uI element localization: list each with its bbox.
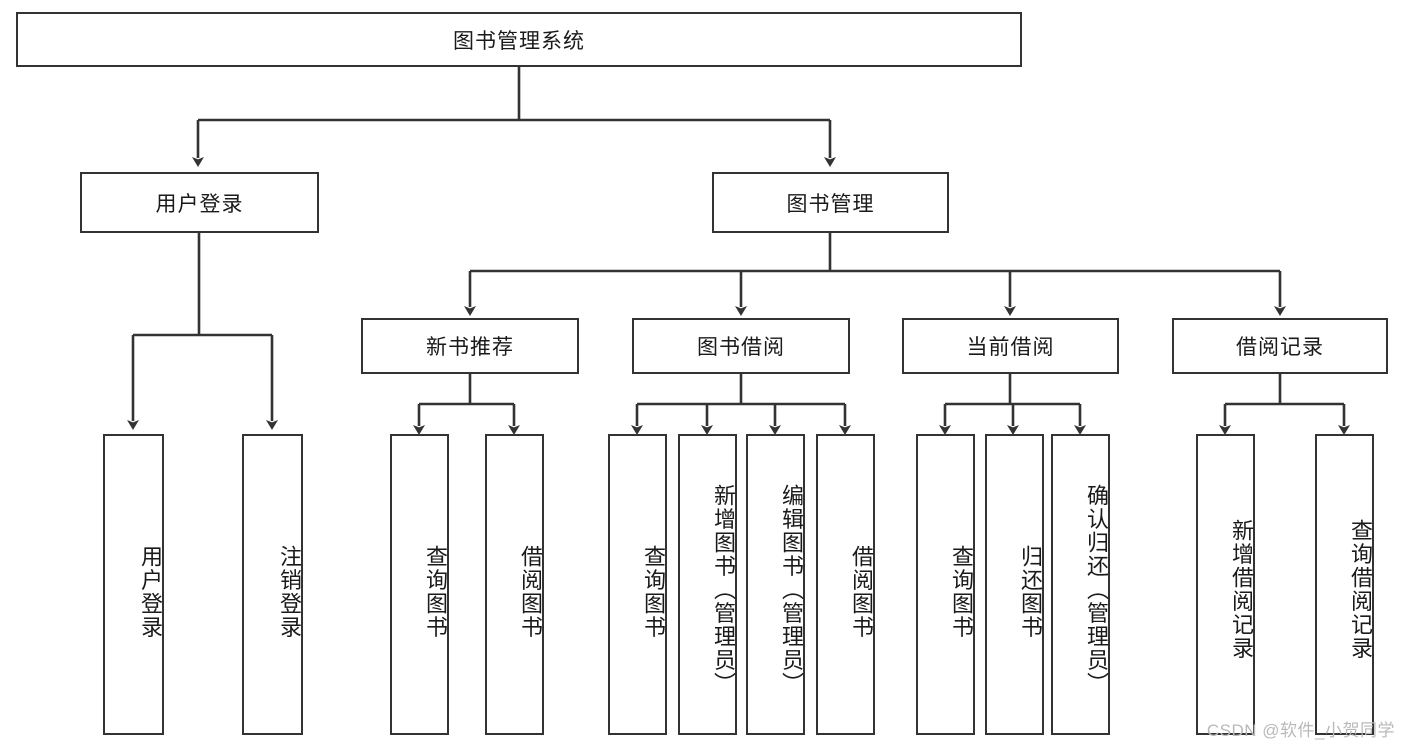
node-borrow-record[interactable]: 借阅记录 — [1172, 318, 1388, 374]
leaf-return-book[interactable]: 归还图书 — [985, 434, 1044, 735]
node-new-book-rec-label: 新书推荐 — [426, 336, 514, 359]
leaf-query-record-label: 查询借阅记录 — [1348, 519, 1373, 660]
leaf-user-login-label: 用户登录 — [138, 544, 163, 639]
node-book-borrow-label: 图书借阅 — [697, 336, 785, 359]
node-book-borrow[interactable]: 图书借阅 — [632, 318, 850, 374]
leaf-add-record[interactable]: 新增借阅记录 — [1196, 434, 1255, 735]
leaf-return-book-label: 归还图书 — [1018, 544, 1043, 639]
leaf-add-book-label: 新增图书（管理员） — [711, 483, 736, 696]
leaf-add-book[interactable]: 新增图书（管理员） — [678, 434, 737, 735]
leaf-confirm-return[interactable]: 确认归还（管理员） — [1051, 434, 1110, 735]
node-new-book-rec[interactable]: 新书推荐 — [361, 318, 579, 374]
node-user-login-label: 用户登录 — [155, 192, 244, 216]
leaf-add-record-label: 新增借阅记录 — [1229, 519, 1254, 660]
leaf-query-book-3-label: 查询图书 — [949, 544, 974, 639]
leaf-query-book-3[interactable]: 查询图书 — [916, 434, 975, 735]
leaf-query-book-2[interactable]: 查询图书 — [608, 434, 667, 735]
node-current-borrow-label: 当前借阅 — [966, 336, 1055, 359]
leaf-query-book-1-label: 查询图书 — [423, 544, 448, 639]
leaf-edit-book[interactable]: 编辑图书（管理员） — [746, 434, 805, 735]
node-root-label: 图书管理系统 — [453, 29, 585, 53]
leaf-query-record[interactable]: 查询借阅记录 — [1315, 434, 1374, 735]
node-root[interactable]: 图书管理系统 — [16, 12, 1022, 67]
node-user-login[interactable]: 用户登录 — [80, 172, 319, 233]
leaf-logout-label: 注销登录 — [277, 544, 302, 639]
leaf-query-book-1[interactable]: 查询图书 — [390, 434, 449, 735]
node-book-manage-label: 图书管理 — [786, 192, 875, 216]
node-current-borrow[interactable]: 当前借阅 — [902, 318, 1119, 374]
leaf-query-book-2-label: 查询图书 — [641, 544, 666, 639]
leaf-confirm-return-label: 确认归还（管理员） — [1084, 483, 1109, 696]
leaf-edit-book-label: 编辑图书（管理员） — [779, 483, 804, 696]
leaf-borrow-book-2-label: 借阅图书 — [849, 544, 874, 639]
leaf-borrow-book-1[interactable]: 借阅图书 — [485, 434, 544, 735]
watermark-text: CSDN @软件_小贺同学 — [1206, 721, 1395, 740]
node-borrow-record-label: 借阅记录 — [1236, 336, 1324, 359]
node-book-manage[interactable]: 图书管理 — [712, 172, 949, 233]
leaf-logout[interactable]: 注销登录 — [242, 434, 303, 735]
leaf-borrow-book-1-label: 借阅图书 — [518, 544, 543, 639]
leaf-user-login[interactable]: 用户登录 — [103, 434, 164, 735]
leaf-borrow-book-2[interactable]: 借阅图书 — [816, 434, 875, 735]
